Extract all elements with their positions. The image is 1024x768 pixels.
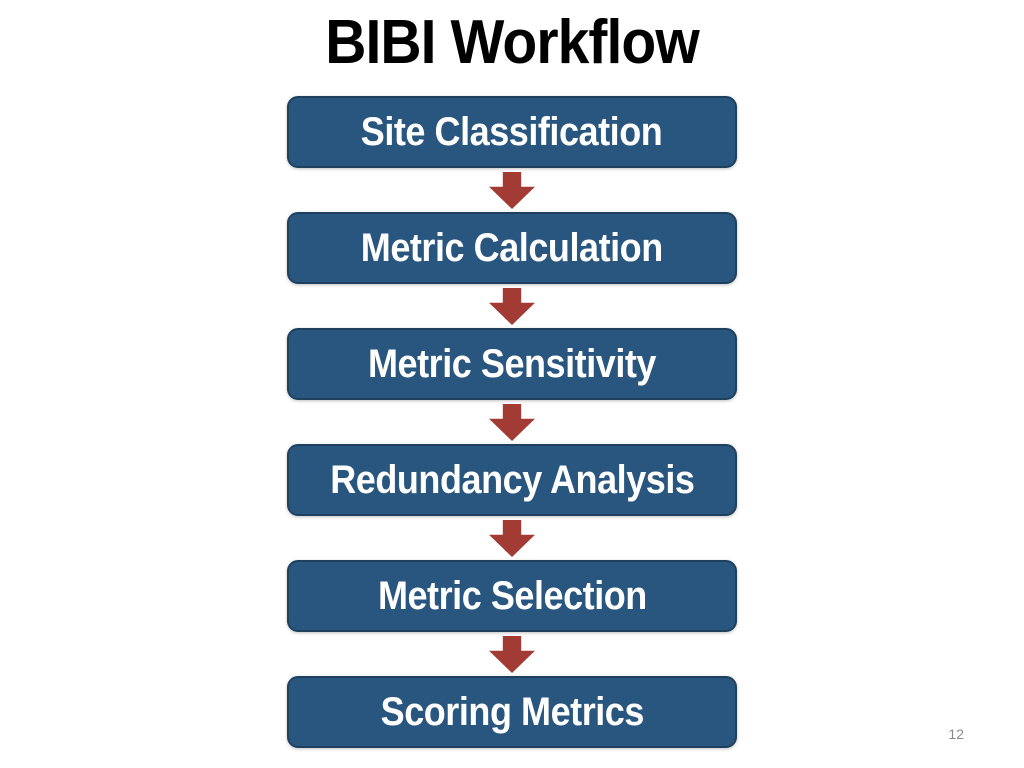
workflow-step-metric-selection: Metric Selection bbox=[287, 560, 737, 632]
workflow-step-label: Redundancy Analysis bbox=[329, 458, 695, 502]
workflow-step-label: Metric Sensitivity bbox=[367, 342, 656, 386]
down-arrow-icon bbox=[489, 288, 535, 325]
workflow-step-label: Metric Selection bbox=[377, 574, 647, 618]
down-arrow-icon bbox=[489, 404, 535, 441]
workflow-step-site-classification: Site Classification bbox=[287, 96, 737, 168]
workflow-step-metric-calculation: Metric Calculation bbox=[287, 212, 737, 284]
workflow-step-redundancy-analysis: Redundancy Analysis bbox=[287, 444, 737, 516]
down-arrow-icon bbox=[489, 636, 535, 673]
down-arrow-icon bbox=[489, 172, 535, 209]
down-arrow-icon bbox=[489, 520, 535, 557]
workflow-step-label: Site Classification bbox=[361, 110, 663, 154]
workflow-step-scoring-metrics: Scoring Metrics bbox=[287, 676, 737, 748]
workflow-step-label: Metric Calculation bbox=[361, 226, 663, 270]
workflow-diagram: Site Classification Metric Calculation M… bbox=[0, 96, 1024, 748]
page-number: 12 bbox=[948, 726, 964, 742]
workflow-step-label: Scoring Metrics bbox=[380, 690, 644, 734]
workflow-step-metric-sensitivity: Metric Sensitivity bbox=[287, 328, 737, 400]
slide-title: BIBI Workflow bbox=[325, 8, 700, 77]
